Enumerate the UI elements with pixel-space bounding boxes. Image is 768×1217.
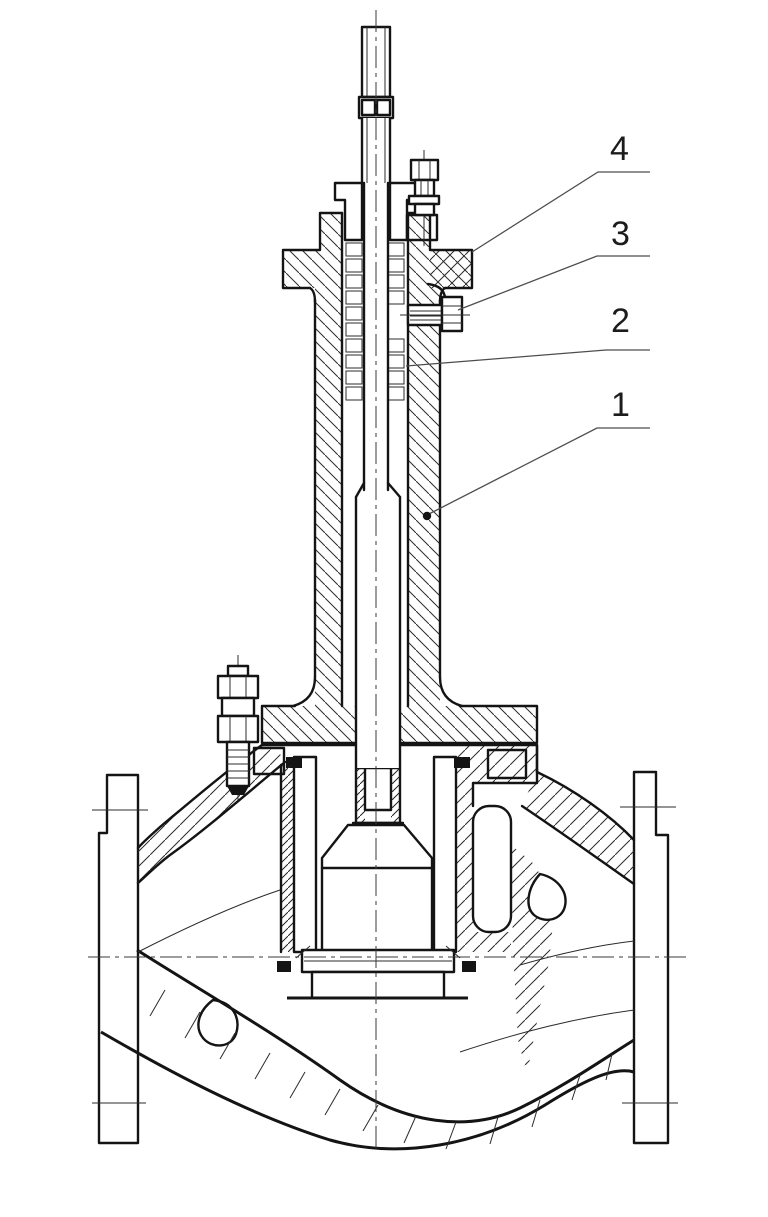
packing-rings-left	[345, 242, 363, 401]
cage-wall-left	[292, 755, 318, 954]
valve-body	[92, 743, 678, 1151]
leader-2	[405, 349, 650, 367]
callout-number-3: 3	[611, 215, 630, 253]
leader-4	[471, 171, 650, 253]
seat-gasket-left	[277, 961, 291, 972]
flow-partition-upper	[136, 948, 635, 1124]
callouts: 4 3 2 1	[405, 130, 650, 521]
valve-plug	[320, 823, 434, 870]
bonnet	[260, 211, 539, 745]
flow-lines	[137, 889, 635, 1053]
seat-lower-ring	[310, 970, 446, 1000]
leader-3	[457, 255, 650, 311]
partition-hatch-ticks	[149, 989, 613, 1150]
leader-1-dot	[422, 511, 432, 521]
bonnet-neck-left	[315, 288, 342, 706]
packing-rings-right	[387, 242, 405, 401]
body-wall-upper-right	[522, 772, 634, 884]
centerlines	[88, 10, 688, 1150]
valve-trim	[277, 755, 476, 1000]
stem-packing	[345, 242, 405, 401]
bonnet-gasket-right	[486, 748, 528, 780]
outlet-gallery	[471, 804, 513, 934]
gland-stud-top	[407, 150, 441, 246]
flow-partition-lower	[100, 1030, 635, 1151]
bonnet-gasket-left	[252, 746, 286, 776]
bonnet-neck-right	[408, 288, 440, 706]
callout-number-4: 4	[610, 130, 629, 168]
callout-number-2: 2	[611, 302, 630, 340]
right-flange	[632, 770, 670, 1145]
callout-number-1: 1	[611, 386, 630, 424]
gland-side-bolt	[400, 282, 470, 333]
bonnet-flange-bolt	[216, 655, 260, 800]
left-flange	[97, 773, 140, 1145]
cage-wall-right	[432, 755, 458, 954]
seat-gasket-right	[462, 961, 476, 972]
rib-cutout-right	[527, 872, 567, 921]
valve-stem	[354, 25, 402, 770]
leader-1	[426, 427, 650, 516]
body-liner-left	[281, 765, 294, 952]
